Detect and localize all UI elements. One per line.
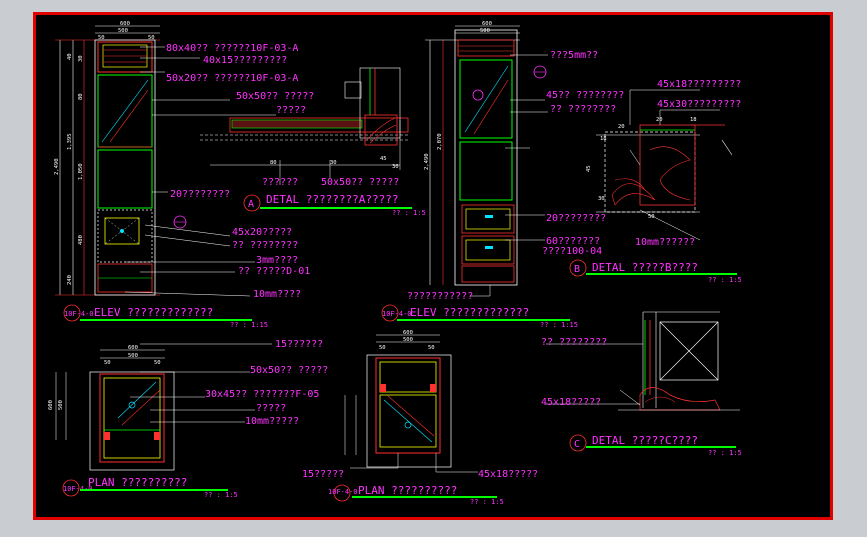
dim-side-0: 2,490: [54, 158, 60, 175]
elev-right-note-2: ?? ????????: [550, 104, 616, 115]
detail-c-note-1: 45x18?????: [541, 397, 601, 408]
dim-side-6: 40: [67, 53, 73, 60]
elev-left-view: 600 500 50 50 2,490 1,395 1,050 480 240 …: [54, 21, 314, 329]
detail-c-title: DETAL ?????C????: [592, 434, 698, 447]
elev-left-title: ELEV ?????????????: [94, 306, 213, 319]
plan-left-title: PLAN ??????????: [88, 476, 187, 489]
dim-b-4: 18: [600, 136, 607, 142]
dim-side-7: 30: [78, 55, 84, 62]
note-4: ?????: [276, 105, 306, 116]
dim-pl-2: 50: [104, 360, 111, 366]
dim-b-3: 30: [598, 196, 605, 202]
elev-right-note-3: 20????????: [546, 213, 606, 224]
dim-pl-5: 500: [58, 400, 64, 410]
elev-right-note-5: ????100-04: [542, 246, 602, 257]
note-1: 40x15?????????: [203, 55, 287, 66]
detail-c-letter: C: [574, 439, 580, 450]
plan-right-note-1: 45x18?????: [478, 469, 538, 480]
elev-right-note-0: ???5mm??: [550, 50, 598, 61]
dim-a-0: 80: [270, 160, 277, 166]
elev-right-note-1: 45?? ????????: [546, 90, 624, 101]
dim-side-4: 240: [67, 275, 73, 285]
detail-b-scale: ?? : 1:5: [708, 276, 742, 284]
plan-left-note-3: ?????: [256, 403, 286, 414]
plan-right-tag: 10F-4-0: [328, 488, 358, 496]
dim-top-1: 500: [118, 28, 128, 34]
dim-pl-1: 500: [128, 353, 138, 359]
dim-side-5: 80: [78, 93, 84, 100]
elev-right-tag: 10F-4-0: [382, 310, 412, 318]
plan-left-note-4: 10mm?????: [245, 416, 299, 427]
plan-left-tag: 10F-4-0: [63, 485, 93, 493]
detail-a-title: DETAL ????????A?????: [266, 193, 398, 206]
dim-pl-4: 600: [48, 400, 54, 410]
detail-a-note-0: ??????: [262, 177, 298, 188]
dim-pr-2: 50: [379, 345, 386, 351]
dim-b-2: 45: [586, 165, 592, 172]
dim-pr-3: 50: [428, 345, 435, 351]
detail-a-letter: A: [248, 199, 254, 210]
elev-right-note-4: 60???????: [546, 236, 600, 247]
dim-b-6: 20: [618, 124, 625, 130]
plan-left-note-1: 50x50?? ?????: [250, 365, 328, 376]
detail-b-note-0: 45x18?????????: [657, 79, 741, 90]
note-7: ?? ????????: [232, 240, 298, 251]
plan-left-note-0: 15??????: [275, 339, 323, 350]
elev-left-tag: 10F-4-0: [64, 310, 94, 318]
detail-c-scale: ?? : 1:5: [708, 449, 742, 457]
note-6: 45x20?????: [232, 227, 292, 238]
elev-right-bottom-label: ???????????: [407, 291, 473, 302]
note-3: 50x50?? ?????: [236, 91, 314, 102]
plan-left-view: 600 500 50 50 600 500 15?????? 50x50?? ?…: [48, 339, 328, 499]
plan-left-scale: ?? : 1:5: [204, 491, 238, 499]
dim-pr-1: 500: [403, 337, 413, 343]
elev-right-view: 600 500 2,490 2,070 ???5m: [381, 21, 624, 329]
dim-a-1: 30: [330, 160, 337, 166]
note-9: ?? ?????D-01: [238, 266, 310, 277]
note-10: 10mm????: [253, 289, 301, 300]
plan-right-view: 600 500 50 50 15????? 45x18????? 10F-4-0…: [302, 330, 538, 506]
detail-b-title: DETAL ?????B????: [592, 261, 698, 274]
detail-b-note-2: 10mm??????: [635, 237, 695, 248]
dim-b-5: 50: [648, 214, 655, 220]
dim-pr-0: 600: [403, 330, 413, 336]
elev-right-scale: ?? : 1:15: [540, 321, 578, 329]
dim-b-0: 20: [656, 117, 663, 123]
detail-a-scale: ?? : 1:5: [392, 209, 426, 217]
dim-top-0: 600: [120, 21, 130, 27]
plan-right-title: PLAN ??????????: [358, 484, 457, 497]
elev-right-title: ELEV ?????????????: [410, 306, 529, 319]
detail-c-view: ?? ???????? 45x18????? C DETAL ?????C???…: [541, 311, 742, 457]
detail-b-note-1: 45x30?????????: [657, 99, 741, 110]
detail-a-view: 80 30 45 30 ?????? 50x50?? ????? A DETAL…: [200, 67, 426, 217]
dim-side-3: 480: [78, 235, 84, 245]
dim-pl-3: 50: [154, 360, 161, 366]
note-0: 80x40?? ??????10F-03-A: [166, 43, 298, 54]
dim-b-1: 18: [690, 117, 697, 123]
plan-left-note-2: 30x45?? ???????F-05: [205, 389, 319, 400]
plan-right-note-0: 15?????: [302, 469, 344, 480]
dim-side-2: 1,050: [78, 163, 84, 180]
dim-r-top-1: 500: [480, 28, 490, 34]
detail-a-note-1: 50x50?? ?????: [321, 177, 399, 188]
detail-b-letter: B: [574, 264, 580, 275]
dim-a-3: 30: [392, 164, 399, 170]
dim-r-top-0: 600: [482, 21, 492, 27]
dim-pl-0: 600: [128, 345, 138, 351]
dim-side-1: 1,395: [67, 133, 73, 150]
detail-c-note-0: ?? ????????: [541, 337, 607, 348]
dim-top-3: 50: [148, 35, 155, 41]
dim-r-side-0: 2,490: [424, 153, 430, 170]
note-5: 20????????: [170, 189, 230, 200]
elev-left-scale: ?? : 1:15: [230, 321, 268, 329]
dim-r-side-1: 2,070: [437, 133, 443, 150]
dim-a-2: 45: [380, 156, 387, 162]
detail-b-view: 20 18 45 30 18 50 20 45x18????????? 45x3…: [569, 79, 742, 284]
note-2: 50x20?? ??????10F-03-A: [166, 73, 298, 84]
plan-right-scale: ?? : 1:5: [470, 498, 504, 506]
dim-top-2: 50: [98, 35, 105, 41]
note-8: 3mm????: [256, 255, 298, 266]
